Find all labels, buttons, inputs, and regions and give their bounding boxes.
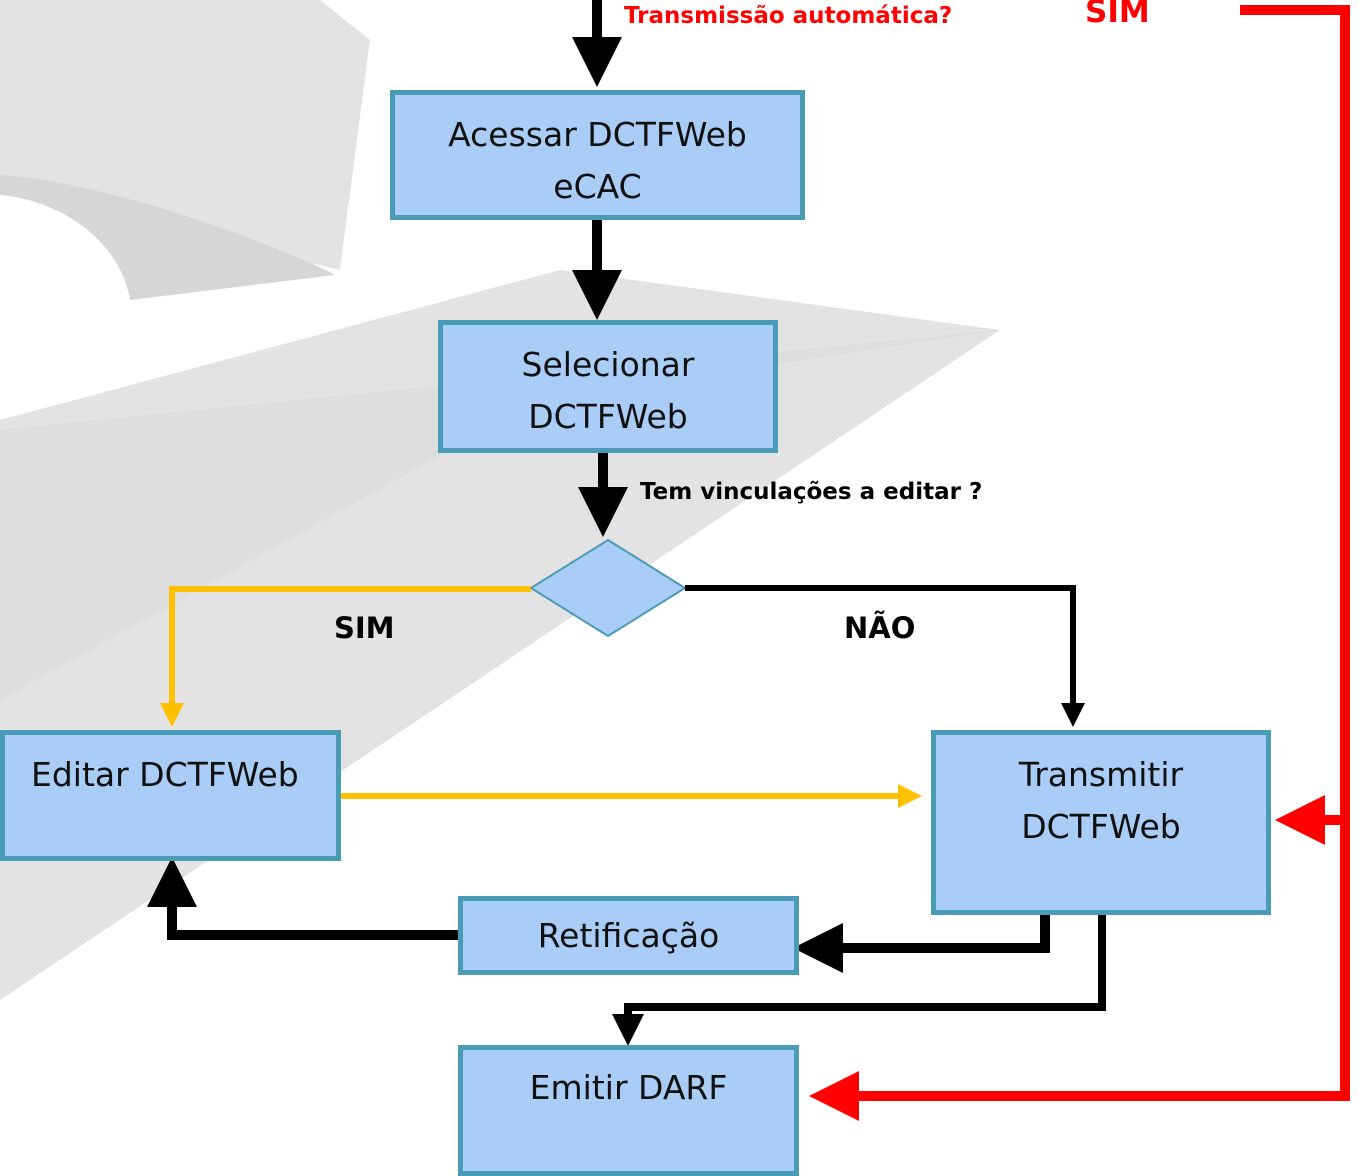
- yes-branch-line: [160, 586, 531, 727]
- retificacao-box: Retificação: [458, 896, 799, 975]
- transmitir-dctfweb-box: Transmitir DCTFWeb: [931, 730, 1271, 915]
- auto-transmission-question: Transmissão automática?: [624, 3, 953, 29]
- emitir-box-label: Emitir DARF: [529, 1068, 728, 1107]
- editar-dctfweb-box: Editar DCTFWeb: [0, 730, 341, 861]
- selecionar-box-line-2: DCTFWeb: [528, 397, 688, 436]
- acessar-box-line-2: eCAC: [553, 167, 642, 206]
- watermark-shape-curve: [0, 175, 335, 300]
- no-branch-line: [685, 585, 1085, 727]
- watermark-shape-wedge-shadow: [0, 330, 1000, 700]
- retificacao-box-label: Retificação: [537, 916, 720, 955]
- arrow-retificacao-to-editar: [147, 857, 460, 940]
- decision-question-label: Tem vinculações a editar ?: [640, 479, 983, 505]
- acessar-dctfweb-box: Acessar DCTFWeb eCAC: [390, 90, 805, 220]
- transmitir-box-line-1: Transmitir: [1018, 755, 1184, 794]
- emitir-darf-box: Emitir DARF: [458, 1045, 799, 1176]
- transmitir-box-line-2: DCTFWeb: [1021, 807, 1181, 846]
- auto-transmission-path: [809, 5, 1350, 1121]
- acessar-box-line-1: Acessar DCTFWeb: [448, 115, 747, 154]
- yes-branch-label: SIM: [334, 611, 395, 645]
- editar-box-label: Editar DCTFWeb: [31, 755, 299, 794]
- selecionar-box-line-1: Selecionar: [521, 345, 695, 384]
- no-branch-label: NÃO: [844, 611, 916, 645]
- arrow-transmitir-to-retificacao: [793, 910, 1050, 973]
- decision-diamond: [529, 538, 687, 638]
- arrow-transmitir-to-emitir: [612, 910, 1106, 1046]
- auto-transmission-yes-label: SIM: [1085, 0, 1150, 30]
- selecionar-dctfweb-box: Selecionar DCTFWeb: [438, 320, 778, 453]
